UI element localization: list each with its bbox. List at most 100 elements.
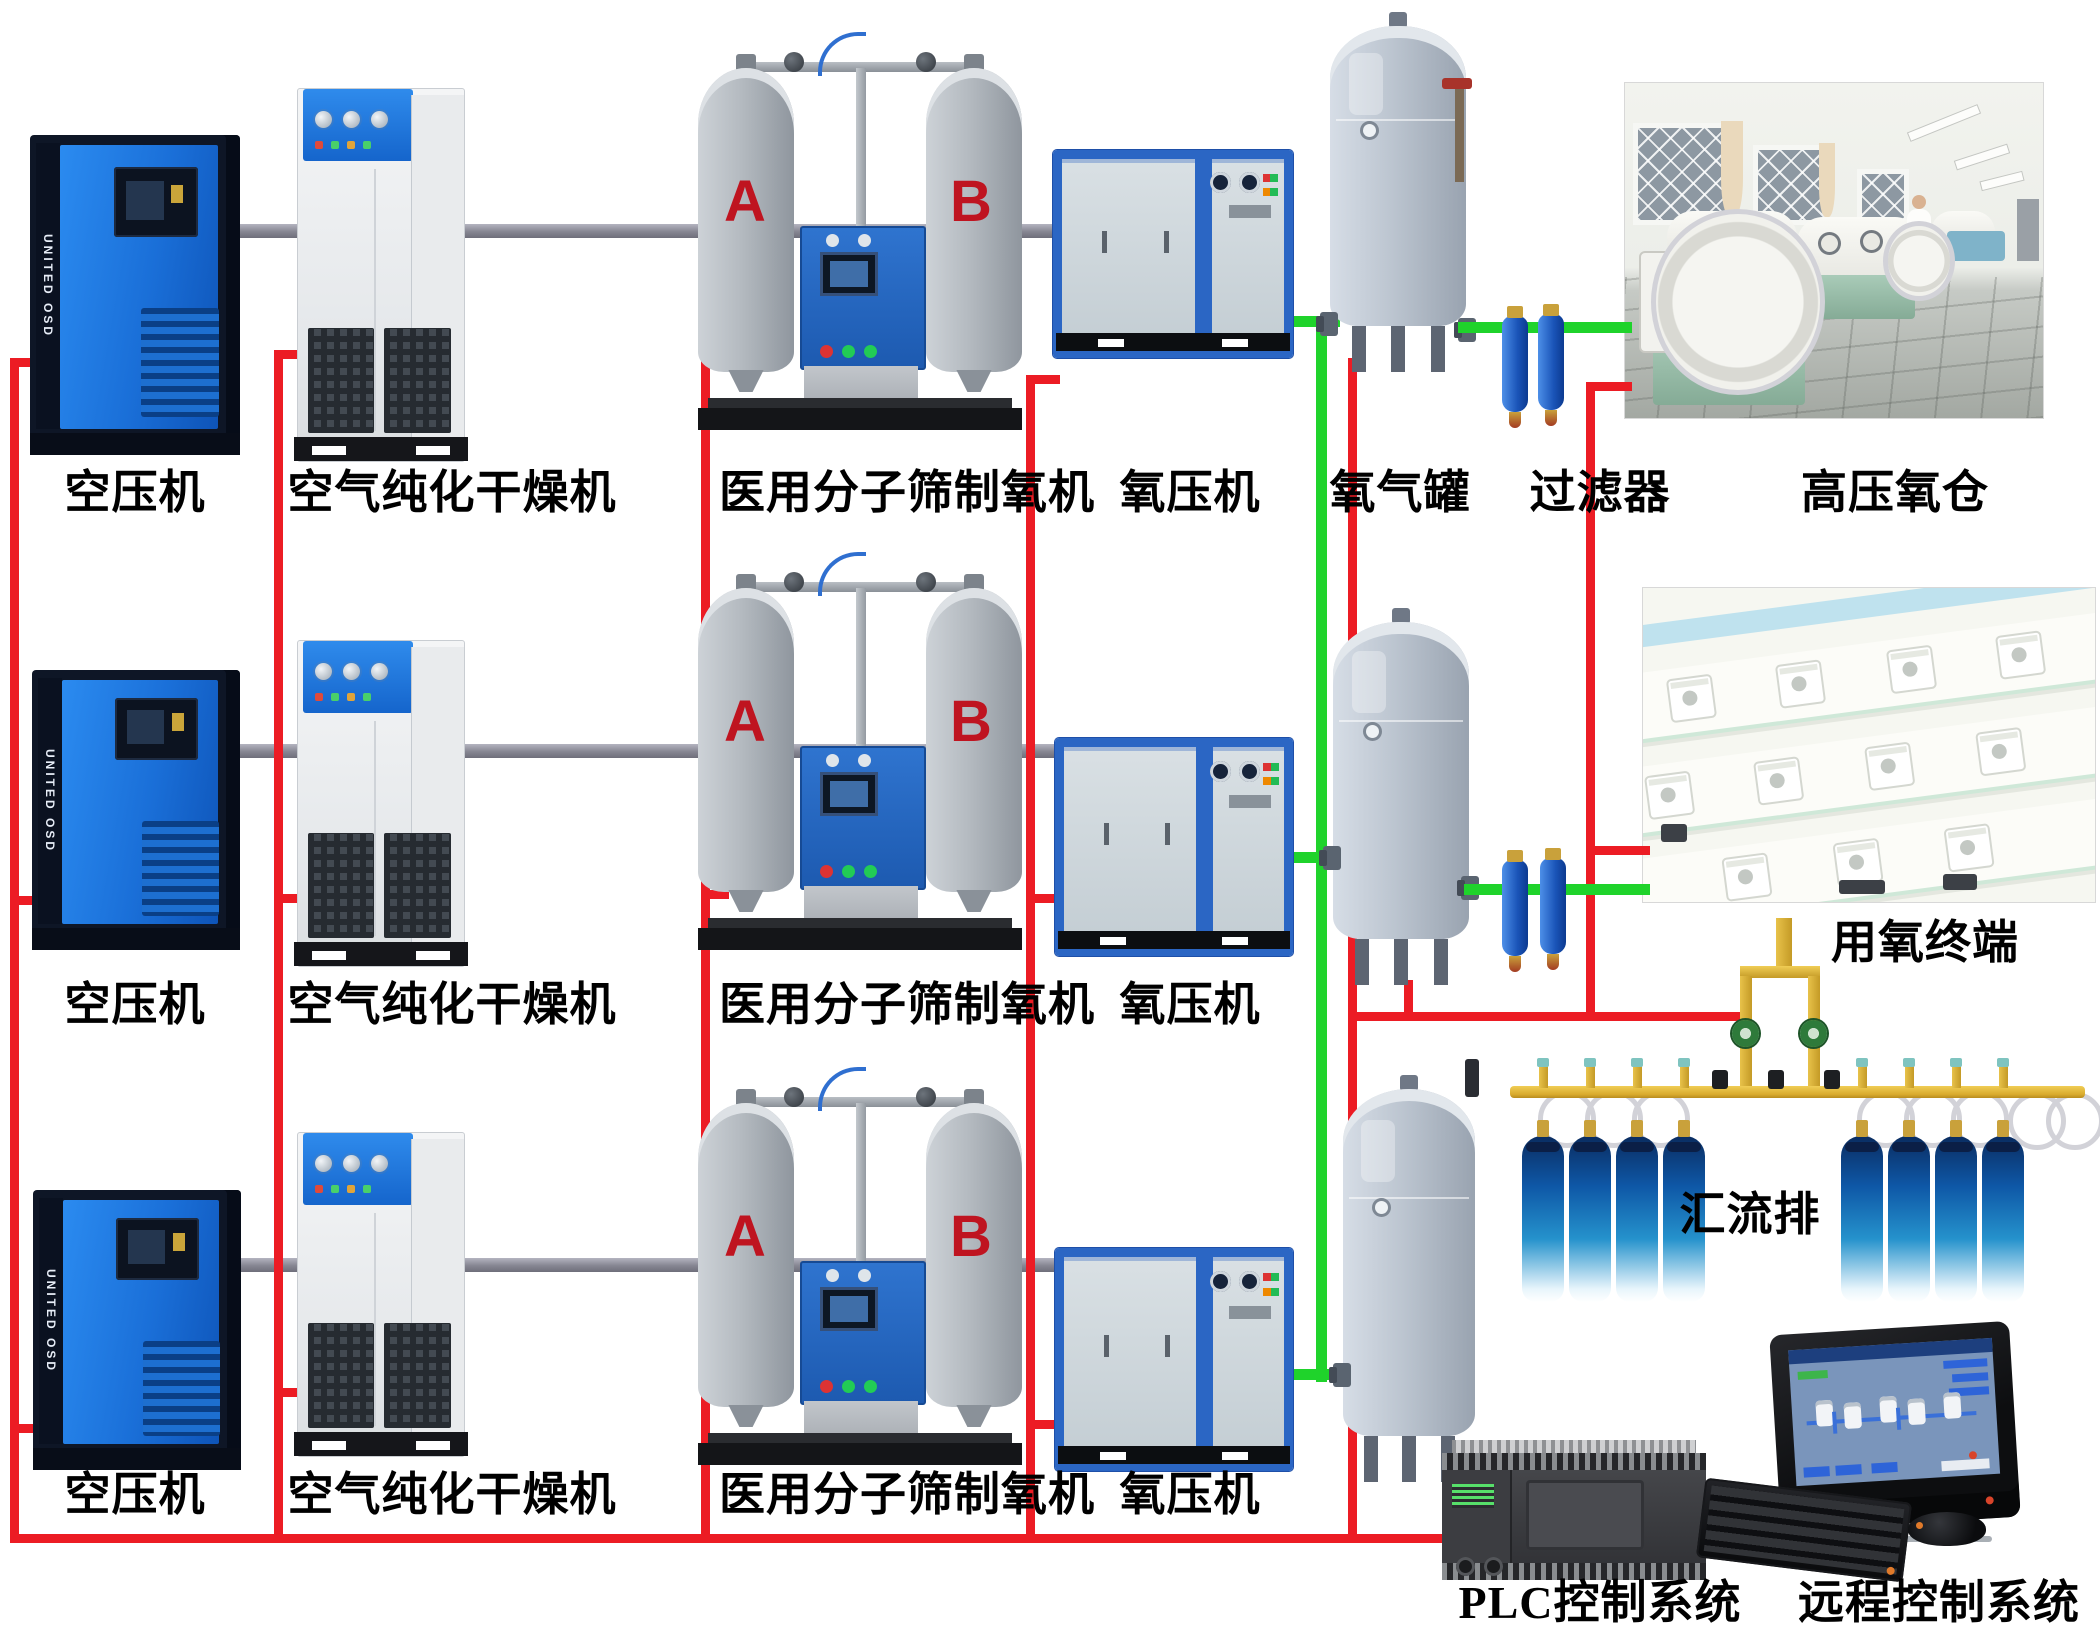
compressor-control-panel xyxy=(114,167,198,238)
oxygen-compressor-2 xyxy=(1055,738,1293,956)
generator-console xyxy=(800,226,926,370)
oxygen-cylinder xyxy=(1982,1120,2024,1302)
label-oxygen-compressor-row3: 氧压机 xyxy=(1119,1469,1261,1520)
filter-1a xyxy=(1502,306,1528,428)
red-riser-oxygen-compressor-column xyxy=(1026,375,1035,1543)
oxygen-cylinder xyxy=(1616,1120,1658,1302)
equipment xyxy=(1661,824,1687,842)
filter-2b xyxy=(1540,848,1566,970)
equipment xyxy=(1943,874,1977,890)
compressor-brand-column: UNITED OSD xyxy=(36,143,60,429)
feeder-stem xyxy=(1776,918,1792,972)
green-stub-row1 xyxy=(1288,316,1340,327)
label-hyperbaric-chamber: 高压氧仓 xyxy=(1801,467,1989,518)
oxygen-tank-3 xyxy=(1329,1059,1479,1482)
plc-unit xyxy=(1442,1440,1706,1580)
ceiling-light xyxy=(1980,172,2024,190)
red-bus-bottom xyxy=(10,1534,1792,1543)
green-stub-row3 xyxy=(1291,1369,1351,1380)
oxygen-cylinder xyxy=(1522,1120,1564,1302)
plc-terminal-bottom xyxy=(1442,1563,1706,1580)
tower-b-letter: B xyxy=(950,169,992,234)
generator-valve-a xyxy=(784,52,804,72)
manifold-valve-right xyxy=(1800,1020,1827,1047)
dryer-top-panel xyxy=(303,89,413,161)
label-generator-row3: 医用分子筛制氧机 xyxy=(719,1469,1095,1520)
air-dryer-3 xyxy=(294,1132,468,1457)
label-manifold: 汇流排 xyxy=(1679,1189,1821,1240)
label-dryer-row3: 空气纯化干燥机 xyxy=(287,1469,617,1520)
label-air-compressor-row2: 空压机 xyxy=(64,979,206,1030)
tee-valve xyxy=(1712,1070,1728,1089)
label-dryer-row1: 空气纯化干燥机 xyxy=(287,467,617,518)
compressor-vent-grille xyxy=(141,307,219,417)
curtain xyxy=(1819,143,1835,217)
chamber-1-door xyxy=(1651,209,1825,395)
air-compressor-2: UNITED OSD xyxy=(32,670,240,950)
label-oxygen-tank: 氧气罐 xyxy=(1329,467,1471,518)
air-compressor-3: UNITED OSD xyxy=(33,1190,241,1470)
red-stub-dryer1 xyxy=(274,350,306,359)
brand-text: UNITED OSD xyxy=(41,233,55,338)
oxygen-cylinder xyxy=(1841,1120,1883,1302)
generator-hose xyxy=(818,32,866,76)
label-filter: 过滤器 xyxy=(1529,467,1671,518)
dryer-vent-right xyxy=(384,328,451,433)
chamber-2-door xyxy=(1883,221,1955,301)
tower-a xyxy=(698,54,794,400)
red-stub-chamber-photo xyxy=(1586,382,1632,391)
red-stub-generator2 xyxy=(701,890,729,899)
label-dryer-row2: 空气纯化干燥机 xyxy=(287,979,617,1030)
tee-valve xyxy=(1824,1070,1840,1089)
red-riser-photo-column xyxy=(1586,383,1595,1021)
label-oxygen-terminal: 用氧终端 xyxy=(1831,917,2019,968)
plc-terminal-top xyxy=(1442,1453,1706,1470)
window xyxy=(1857,169,1909,225)
red-riser-tank-column xyxy=(1348,358,1357,1543)
scada-screen xyxy=(1788,1337,2001,1487)
oxygen-cylinder xyxy=(1888,1120,1930,1302)
oxygen-cylinder xyxy=(1663,1120,1705,1302)
chamber-3-base xyxy=(1947,231,2005,261)
generator-skid xyxy=(698,408,1022,430)
ceiling-light xyxy=(1955,144,2009,170)
tower-b xyxy=(926,54,1022,400)
porthole xyxy=(1821,235,1838,252)
oxygen-terminal-photo xyxy=(1643,588,2095,902)
red-stub-oxcomp1 xyxy=(1026,375,1060,384)
tank-left-port xyxy=(1316,312,1338,336)
red-riser-dryer-column xyxy=(274,350,283,1543)
tower-b-letter: B xyxy=(950,689,992,754)
tee-valve xyxy=(1768,1070,1784,1089)
tank-body xyxy=(1330,26,1466,326)
feeder-crossbar xyxy=(1740,966,1820,978)
tank-valve-handle xyxy=(1442,78,1472,89)
air-dryer-2 xyxy=(294,640,468,967)
green-stub-row2 xyxy=(1291,852,1340,863)
oxygen-cylinder xyxy=(1569,1120,1611,1302)
power-led xyxy=(1985,1496,1994,1505)
filter-2a xyxy=(1502,850,1528,972)
red-stub-oxcomp3 xyxy=(1026,1420,1060,1429)
porthole xyxy=(1863,233,1880,250)
compressor-base xyxy=(30,433,240,455)
plc-door xyxy=(1526,1480,1644,1550)
filter-1b xyxy=(1538,304,1564,426)
manifold-pipe xyxy=(1510,1086,2085,1098)
label-air-compressor-row1: 空压机 xyxy=(64,467,206,518)
green-trunk xyxy=(1316,316,1327,1382)
oxygen-generator-2: A B xyxy=(698,538,1022,950)
label-remote: 远程控制系统 xyxy=(1798,1577,2080,1628)
tower-a-letter: A xyxy=(724,689,766,754)
oxygen-compressor-3 xyxy=(1055,1248,1293,1471)
equipment xyxy=(1839,880,1885,894)
mouse xyxy=(1908,1512,1986,1546)
curtain xyxy=(1721,121,1743,217)
generator-valve-b xyxy=(916,52,936,72)
air-compressor-1: UNITED OSD xyxy=(30,135,240,455)
oxygen-generator-1: A B xyxy=(698,18,1022,430)
oxygen-tank-2 xyxy=(1319,608,1479,985)
hyperbaric-chamber-photo: 1 xyxy=(1625,83,2043,418)
plc-port xyxy=(1484,1557,1503,1576)
